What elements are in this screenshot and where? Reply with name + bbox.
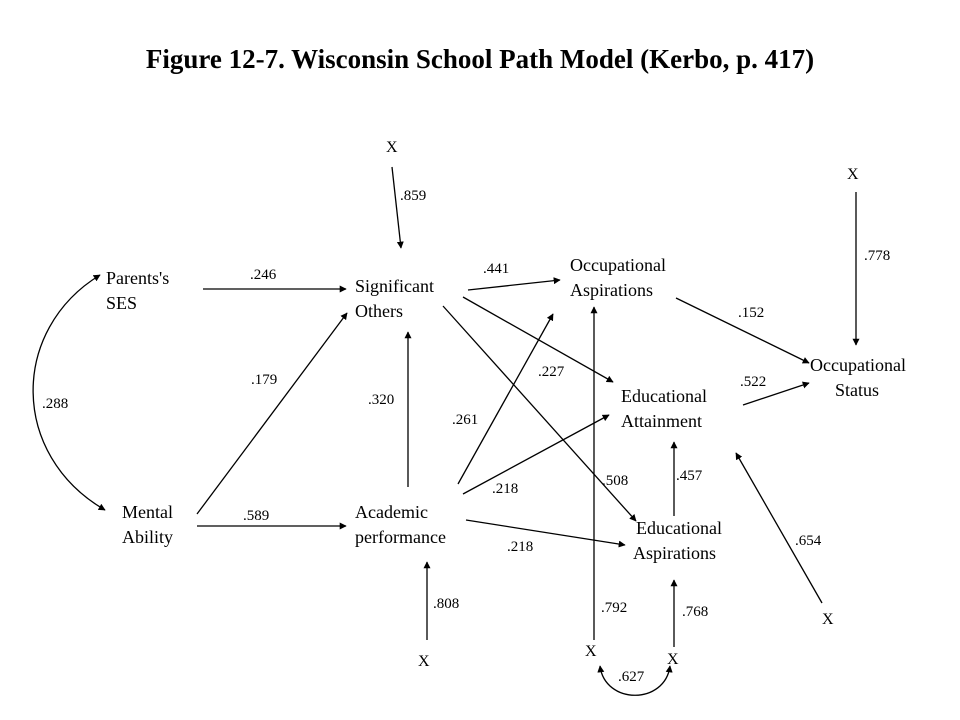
arrow-edu-attainment-to-status <box>742 381 810 406</box>
figure-title: Figure 12-7. Wisconsin School Path Model… <box>145 44 815 74</box>
coef-ability-to-ap: .589 <box>243 508 270 524</box>
error-term-significant-others: X <box>386 139 398 156</box>
node-mental-ability: Mental Ability <box>122 500 173 550</box>
curve-error-correlation <box>597 665 673 696</box>
node-occupational-aspirations-line1: Occupational <box>570 255 666 275</box>
node-academic-performance-line1: Academic <box>355 502 428 522</box>
arrow-academic-to-occ-aspirations <box>457 313 554 485</box>
node-significant-others-line1: Significant <box>355 276 434 296</box>
node-educational-aspirations: Educational Aspirations <box>633 516 722 566</box>
coef-so-to-eduatt: .227 <box>538 364 565 380</box>
error-term-educational-attainment: X <box>822 611 834 628</box>
coef-err-corr: .627 <box>618 669 645 685</box>
node-academic-performance: Academic performance <box>355 500 446 550</box>
arrow-error-to-edu-attainment <box>735 452 823 604</box>
node-academic-performance-line2: performance <box>355 527 446 547</box>
node-mental-ability-line2: Ability <box>122 527 174 547</box>
coef-eduatt-to-status: .522 <box>740 374 767 390</box>
arrow-so-to-edu-aspirations <box>442 305 637 522</box>
coef-ses-to-so: .246 <box>250 267 277 283</box>
node-educational-aspirations-line2: Aspirations <box>633 543 716 563</box>
coef-ability-to-so: .179 <box>251 372 278 388</box>
coef-ap-to-eduasp: .218 <box>507 539 534 555</box>
node-educational-attainment-line1: Educational <box>621 386 707 406</box>
node-educational-aspirations-line1: Educational <box>636 518 722 538</box>
coef-so-to-eduasp: .508 <box>602 473 629 489</box>
node-significant-others-line2: Others <box>355 301 403 321</box>
node-significant-others: Significant Others <box>355 274 434 324</box>
coef-err-occasp: .792 <box>601 600 628 616</box>
error-term-educational-aspirations: X <box>667 651 679 668</box>
coef-ses-mental-corr: .288 <box>42 396 69 412</box>
error-term-occupational-status: X <box>847 166 859 183</box>
coef-err-so: .859 <box>400 188 427 204</box>
coef-err-eduasp: .768 <box>682 604 709 620</box>
node-occupational-status: Occupational Status <box>810 353 906 403</box>
arrow-academic-to-edu-attainment <box>462 414 610 495</box>
coef-err-status: .778 <box>864 248 891 264</box>
node-occupational-status-line1: Occupational <box>810 355 906 375</box>
coef-ap-to-so: .320 <box>368 392 395 408</box>
arrow-so-to-edu-attainment <box>462 296 614 383</box>
node-occupational-aspirations: Occupational Aspirations <box>570 253 666 303</box>
curve-ses-mental-correlation <box>32 274 106 511</box>
arrow-mental-to-significant-others <box>196 312 348 515</box>
coef-ap-to-eduatt: .218 <box>492 481 519 497</box>
arrow-so-to-occ-aspirations <box>467 277 561 291</box>
node-educational-attainment-line2: Attainment <box>621 411 702 431</box>
coef-ap-to-occasp: .261 <box>452 412 479 428</box>
node-occupational-aspirations-line2: Aspirations <box>570 280 653 300</box>
node-occupational-status-line2: Status <box>835 380 880 400</box>
node-parents-ses-line2: SES <box>106 293 138 313</box>
arrow-academic-to-edu-aspirations <box>465 519 626 548</box>
arrow-occ-aspirations-to-status <box>675 297 810 364</box>
coef-err-eduatt: .654 <box>795 533 822 549</box>
coef-eduasp-to-eduatt: .457 <box>676 468 703 484</box>
arrow-error-to-significant-others <box>391 166 404 249</box>
node-educational-attainment: Educational Attainment <box>621 384 707 434</box>
coef-occasp-to-status: .152 <box>738 305 765 321</box>
error-term-academic-performance: X <box>418 653 430 670</box>
node-parents-ses-line1: Parents's <box>106 268 170 288</box>
node-mental-ability-line1: Mental <box>122 502 173 522</box>
coef-err-ap: .808 <box>433 596 460 612</box>
coef-so-to-occasp: .441 <box>483 261 510 277</box>
node-parents-ses: Parents's SES <box>106 266 169 316</box>
error-term-occupational-aspirations: X <box>585 643 597 660</box>
